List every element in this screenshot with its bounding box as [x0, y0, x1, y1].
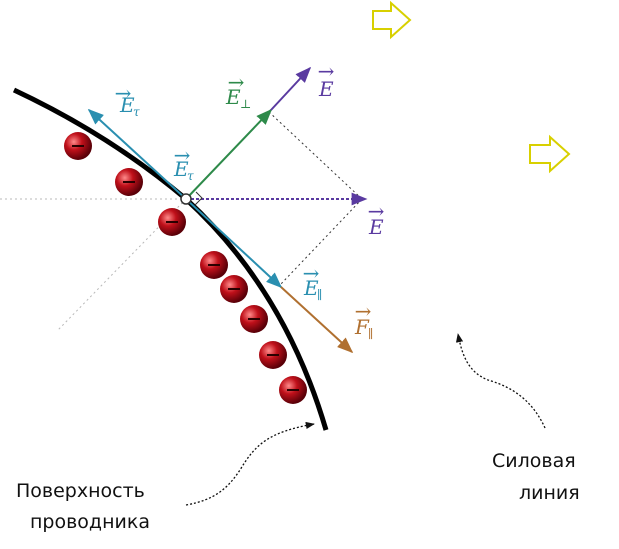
charge	[259, 341, 287, 369]
vector-E-top	[270, 66, 312, 111]
svg-text:τ: τ	[187, 169, 194, 183]
svg-text:E: E	[173, 157, 189, 181]
conductor-surface	[12, 87, 329, 431]
label-E-top: → E	[318, 59, 335, 101]
svg-text:F: F	[354, 315, 370, 339]
surface-caption-line2: проводника	[30, 511, 150, 533]
surface-caption-line1: Поверхность	[16, 480, 145, 502]
vector-E-tangent-top	[87, 108, 187, 200]
charge	[200, 251, 228, 279]
test-charge	[180, 193, 192, 205]
field-caption-line2: линия	[519, 482, 580, 504]
right-arrow-icon	[372, 0, 412, 40]
construction-lines	[0, 198, 187, 331]
label-E-perp: → E ⊥	[225, 70, 251, 111]
right-angle-mark	[194, 191, 203, 206]
svg-text:→: →	[115, 81, 132, 105]
svg-text:→: →	[303, 261, 320, 285]
field-line-callout-line	[455, 333, 546, 429]
surface-callout-line	[185, 421, 315, 506]
charge	[64, 132, 92, 160]
svg-text:∥: ∥	[317, 288, 323, 302]
label-E-tangent-top: → E τ	[115, 81, 140, 119]
nav-arrow-top[interactable]	[372, 0, 412, 40]
svg-text:→: →	[318, 59, 335, 83]
svg-text:→: →	[368, 199, 385, 223]
charge	[240, 305, 268, 333]
vector-E-perp	[185, 108, 273, 200]
charges	[64, 132, 307, 404]
charge	[115, 168, 143, 196]
svg-text:τ: τ	[133, 105, 140, 119]
svg-text:∥: ∥	[368, 327, 374, 341]
svg-text:→: →	[355, 299, 372, 323]
vector-E-parallel	[185, 198, 283, 289]
vector-F-parallel	[280, 286, 354, 354]
label-E-tangent-center: → E τ	[173, 143, 194, 183]
charge	[158, 208, 186, 236]
svg-text:E: E	[368, 215, 384, 239]
label-F-parallel: → F ∥	[354, 299, 374, 341]
svg-text:E: E	[119, 93, 135, 117]
right-arrow-icon	[529, 134, 571, 174]
svg-text:E: E	[318, 77, 334, 101]
charge	[279, 376, 307, 404]
nav-arrow-middle[interactable]	[529, 134, 571, 174]
charge	[220, 275, 248, 303]
svg-text:→: →	[174, 143, 191, 167]
field-caption-line1: Силовая	[492, 450, 576, 472]
svg-text:→: →	[228, 70, 245, 94]
svg-text:E: E	[225, 85, 241, 109]
svg-text:⊥: ⊥	[240, 97, 251, 111]
label-E-right: → E	[368, 199, 385, 239]
parallelogram-lines	[268, 111, 363, 286]
label-E-parallel: → E ∥	[303, 261, 323, 302]
svg-text:E: E	[303, 276, 319, 300]
